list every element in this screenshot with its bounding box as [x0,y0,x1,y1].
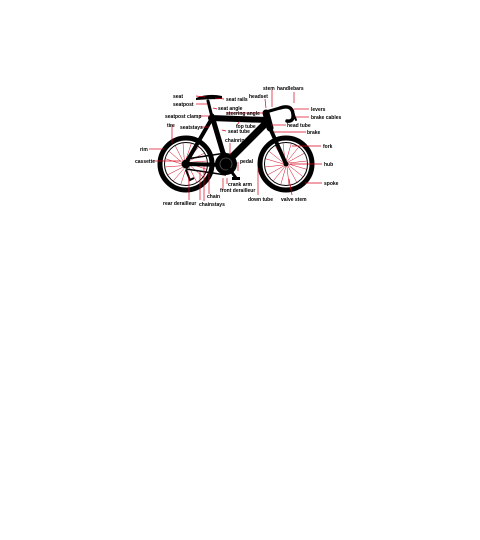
label-seat: seat [173,94,183,100]
top-tube [208,115,270,123]
leader-headset [264,98,267,109]
leader-lines [149,90,322,201]
chainring-inner [219,157,233,171]
label-cassette: cassette [135,159,155,165]
spoke-line [267,165,285,175]
spoke-line [288,164,303,177]
label-seatpost-clamp: seatpost clamp [165,114,201,120]
leader-seat-tube [221,129,227,132]
label-seatpost: seatpost [173,102,194,108]
leader-valve-stem [288,178,293,196]
spoke-line [287,153,305,163]
spoke-line [190,160,207,163]
spoke-line [269,151,284,164]
front-wheel [257,135,315,193]
label-stem: stem [263,86,275,92]
spoke-line [265,164,284,168]
label-spoke: spoke [324,181,339,187]
label-steering-angle: steering angle [226,111,260,117]
leader-seat-rails [214,97,225,100]
spoke-line [285,143,292,162]
spoke-line [265,158,284,165]
chain [185,152,227,176]
label-crank-arm: crank arm [228,182,252,188]
label-seat-tube: seat tube [228,129,250,135]
label-tire: tire [167,123,175,129]
spoke-line [169,151,183,163]
rear-spokes [165,143,207,185]
label-fork: fork [323,144,333,150]
crank-arm [224,162,238,180]
label-chain: chain [207,194,220,200]
label-seatstays: seatstays [180,125,203,131]
bicycle-silhouette [157,94,315,193]
fork [268,126,288,166]
leader-seat [195,95,206,98]
part-labels: seat seat rails seatpost seat angle stee… [135,86,342,208]
spoke-line [165,158,182,165]
label-top-tube: top tube [236,124,256,130]
label-rear-derailleur: rear derailleur [163,201,196,207]
spoke-line [167,166,183,175]
spoke-line [185,143,192,160]
seatpost [206,99,214,119]
spoke-line [165,165,182,168]
brake-lever [291,109,297,121]
label-pedal: pedal [240,159,254,165]
label-down-tube: down tube [248,197,273,203]
label-brake: brake [307,130,321,136]
spoke-line [287,165,297,183]
label-head-tube: head tube [287,123,311,129]
label-headset: headset [249,94,268,100]
spoke-line [280,166,287,185]
label-seat-angle: seat angle [218,106,243,112]
spoke-line [286,166,290,185]
rear-derailleur [185,169,195,182]
label-chainstays: chainstays [199,202,225,208]
label-rim: rim [140,147,148,153]
spoke-line [288,163,307,170]
leader-seat-angle [212,107,218,110]
spoke-line [175,145,184,161]
handlebars [278,105,295,123]
head-tube [262,109,274,132]
pedal [232,177,240,180]
spoke-line [273,166,286,181]
label-seat-rails: seat rails [226,97,248,103]
label-levers: levers [311,107,326,113]
label-brake-cables: brake cables [311,115,342,121]
label-front-derailleur: front derailleur [220,188,255,194]
label-valve-stem: valve stem [281,197,307,203]
spoke-line [288,160,307,164]
spoke-line [180,168,187,185]
leader-top-tube [236,120,241,126]
stem [264,106,282,114]
spoke-line [182,143,185,160]
spoke-line [286,147,299,162]
label-chainring: chainring [225,138,248,144]
label-handlebars: handlebars [277,86,304,92]
saddle [196,94,222,100]
label-hub: hub [324,162,333,168]
spoke-line [173,167,185,181]
